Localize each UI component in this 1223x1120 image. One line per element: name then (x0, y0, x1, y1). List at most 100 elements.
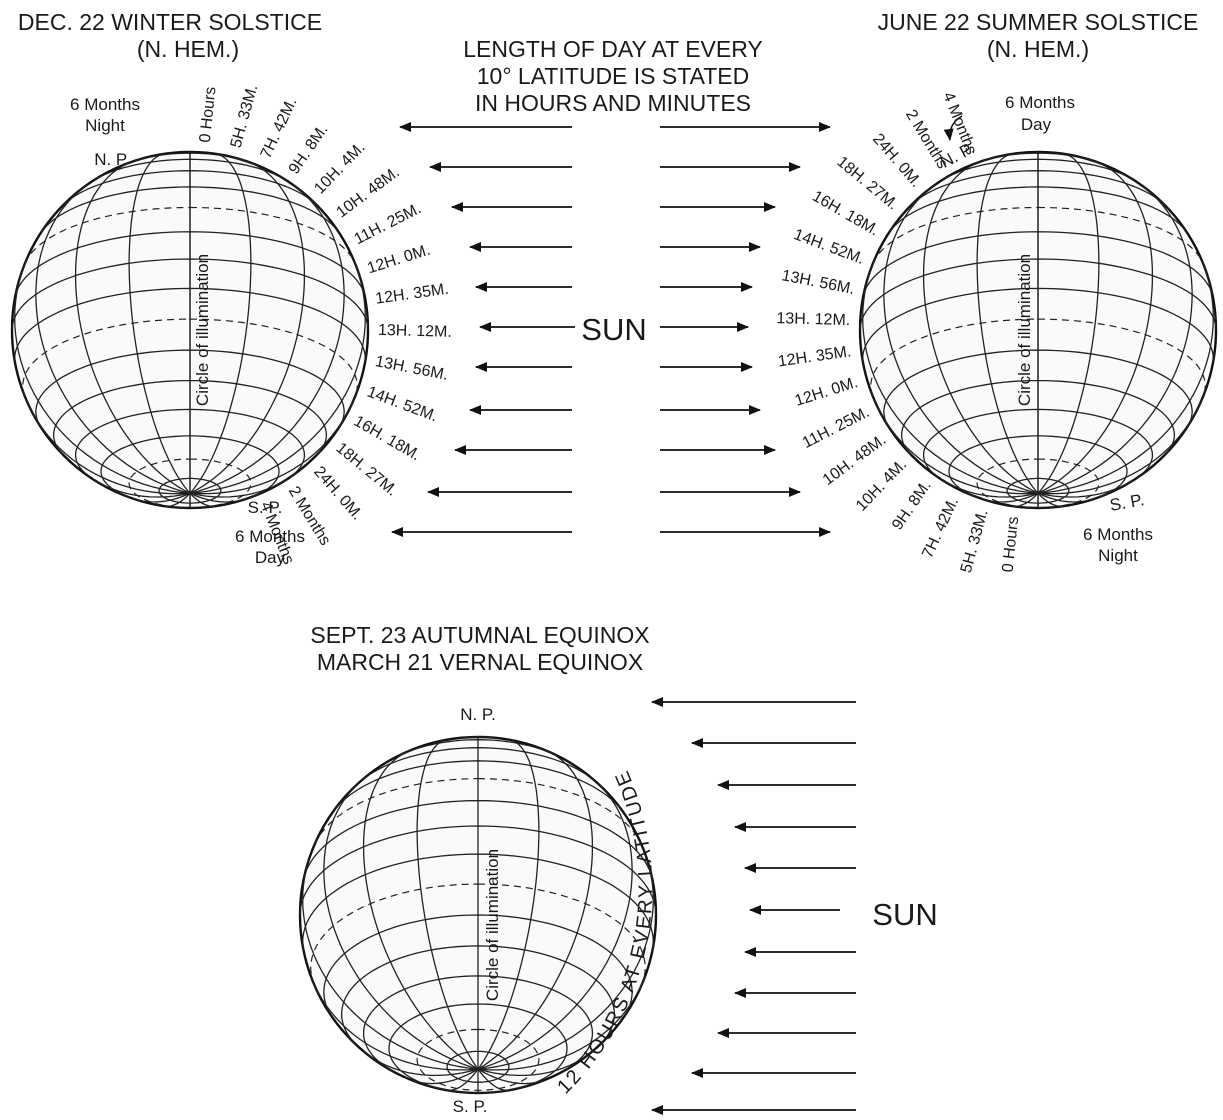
meridian-line (1037, 492, 1096, 503)
equinox-north-pole-label: N. P. (460, 705, 496, 724)
summer-globe-gridlines (859, 152, 1217, 509)
hour-label: 14H. 52M. (791, 226, 866, 268)
meridian-line (189, 160, 306, 494)
parallel-line (93, 158, 287, 181)
hour-label: 14H. 52M. (365, 384, 440, 426)
meridian-line (1037, 492, 1063, 507)
hour-label: 0 Hours (197, 86, 220, 144)
hour-label: 12H. 35M. (374, 281, 449, 308)
hour-label: 5H. 33M. (958, 508, 992, 575)
parallel-line (52, 379, 328, 455)
center-panel: LENGTH OF DAY AT EVERY 10° LATITUDE IS S… (391, 36, 831, 537)
meridian-line (1013, 492, 1039, 507)
winter-solstice-panel: DEC. 22 WINTER SOLSTICE (N. HEM.) 6 Mont… (10, 9, 452, 567)
meridian-line (862, 259, 1039, 494)
parallel-line (15, 231, 365, 295)
summer-solstice-panel: JUNE 22 SUMMER SOLSTICE (N. HEM.) 6 Mont… (776, 9, 1218, 575)
parallel-line (310, 883, 646, 986)
meridian-line (189, 184, 345, 494)
hour-label: 12H. 0M. (365, 242, 432, 278)
summer-north-pointer (943, 115, 963, 141)
winter-title-line2: (N. HEM.) (137, 36, 239, 62)
hour-label: 13H. 56M. (780, 267, 856, 298)
meridian-line (477, 977, 646, 1071)
hour-label: 13H. 12M. (776, 310, 850, 329)
meridian-line (477, 860, 654, 1070)
parallel-line (40, 186, 340, 233)
meridian-line (477, 782, 633, 1070)
solstice-sun-rays (391, 122, 831, 537)
parallel-line (863, 231, 1213, 295)
meridian-line (477, 1068, 546, 1085)
meridian-line (189, 492, 248, 503)
parallel-line (362, 975, 594, 1072)
winter-south-note-line1: 6 Months (235, 527, 305, 546)
winter-south-pole-label: S. P. (248, 498, 283, 517)
meridian-line (92, 478, 191, 498)
summer-south-pole-label: S. P. (1108, 490, 1145, 515)
center-sun-label: SUN (581, 312, 646, 347)
center-caption-line3: IN HOURS AND MINUTES (475, 90, 751, 116)
parallel-line (303, 799, 653, 880)
parallel-line (62, 170, 318, 207)
parallel-line (14, 287, 366, 363)
meridian-line (940, 478, 1039, 498)
equinox-globe-gridlines (299, 736, 657, 1094)
meridian-line (189, 492, 215, 507)
parallel-line (359, 747, 597, 783)
parallel-line (323, 914, 633, 1017)
parallel-line (396, 739, 560, 758)
parallel-line (888, 186, 1188, 233)
equinox-panel: SEPT. 23 AUTUMNAL EQUINOX MARCH 21 VERNA… (298, 622, 938, 1116)
meridian-line (363, 1050, 479, 1077)
equinox-south-pole-label: S. P. (453, 1097, 488, 1116)
meridian-line (416, 739, 479, 1070)
summer-circle-label: Circle of illumination (1015, 254, 1034, 406)
parallel-line (459, 736, 497, 739)
winter-title-line1: DEC. 22 WINTER SOLSTICE (18, 9, 322, 35)
winter-circle-label: Circle of illumination (193, 254, 212, 406)
parallel-line (313, 778, 643, 846)
summer-north-note-line1: 6 Months (1005, 93, 1075, 112)
parallel-line (862, 287, 1214, 363)
parallel-line (340, 945, 616, 1046)
parallel-line (948, 435, 1128, 499)
meridian-line (35, 184, 191, 494)
hour-label: 13H. 12M. (378, 322, 452, 341)
winter-globe: Circle of illumination (10, 150, 370, 510)
hour-label: 13H. 56M. (374, 353, 450, 384)
hour-label: 0 Hours (1000, 516, 1023, 574)
center-caption-line2: 10° LATITUDE IS STATED (477, 63, 749, 89)
hour-label: 5H. 33M. (228, 83, 262, 150)
hour-label: 12H. 35M. (777, 343, 852, 370)
hour-label: 12H. 0M. (793, 374, 860, 410)
parallel-line (333, 760, 623, 811)
meridian-line (1037, 478, 1136, 498)
parallel-line (24, 206, 356, 264)
meridian-line (189, 259, 366, 494)
meridian-line (1037, 153, 1100, 494)
hour-label: 9H. 8M. (286, 122, 332, 178)
parallel-line (859, 258, 1217, 331)
parallel-line (910, 170, 1166, 207)
meridian-line (165, 492, 191, 507)
meridian-line (477, 1050, 593, 1077)
meridian-line (477, 751, 594, 1070)
meridian-line (189, 153, 252, 494)
parallel-line (22, 318, 358, 397)
parallel-line (11, 258, 369, 331)
equinox-circle-label: Circle of illumination (483, 849, 502, 1001)
parallel-line (100, 435, 280, 499)
parallel-line (299, 825, 657, 916)
meridian-line (447, 1068, 479, 1091)
meridian-line (310, 977, 479, 1071)
meridian-line (128, 153, 191, 494)
parallel-line (941, 158, 1135, 181)
meridian-line (189, 478, 288, 498)
hour-label: 9H. 8M. (889, 478, 935, 534)
summer-south-note-line2: Night (1098, 546, 1138, 565)
meridian-line (1037, 259, 1214, 494)
hour-label: 7H. 42M. (258, 95, 301, 161)
equinox-title-line1: SEPT. 23 AUTUMNAL EQUINOX (310, 622, 649, 648)
